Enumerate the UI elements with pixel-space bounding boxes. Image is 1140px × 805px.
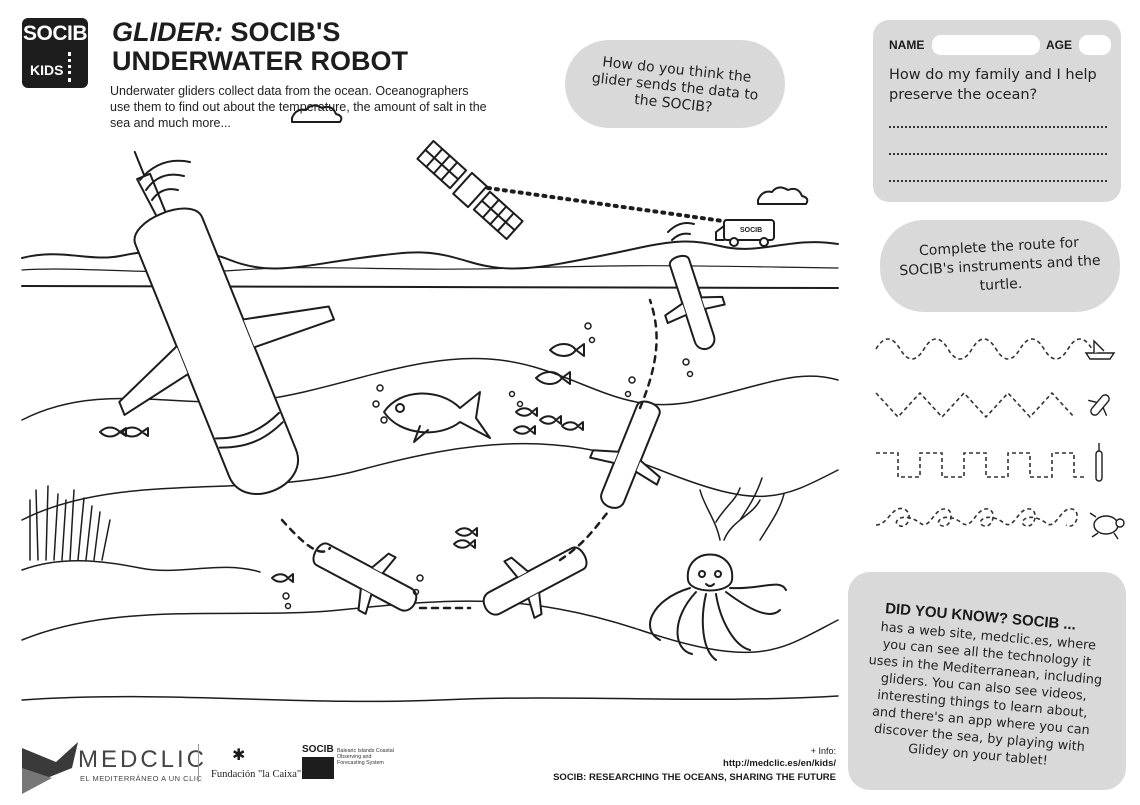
intro-text: Underwater gliders collect data from the… bbox=[110, 84, 487, 130]
socib-motto: SOCIB: RESEARCHING THE OCEANS, SHARING T… bbox=[553, 772, 836, 783]
ocean-illustration: SOCIB bbox=[21, 104, 839, 703]
signal-path bbox=[486, 186, 732, 224]
age-label: AGE bbox=[1046, 38, 1073, 52]
octopus bbox=[649, 553, 787, 661]
name-field[interactable] bbox=[932, 35, 1040, 55]
fundacion-la-caixa: Fundación "la Caixa" bbox=[211, 769, 302, 780]
la-caixa-star-icon: ✱ bbox=[232, 745, 246, 764]
diving-glider bbox=[589, 400, 661, 509]
answer-line-1[interactable] bbox=[889, 126, 1107, 128]
logo-line1: SOCIB bbox=[22, 22, 88, 45]
did-you-know-body: has a web site, medclic.es, where you ca… bbox=[868, 619, 1103, 769]
fish-school bbox=[99, 343, 585, 583]
name-label: NAME bbox=[889, 38, 925, 52]
medclic-logo-icon bbox=[22, 742, 78, 794]
route-exercises bbox=[875, 338, 1125, 540]
did-you-know-card bbox=[848, 572, 1126, 790]
satellite bbox=[416, 139, 524, 241]
route-zigzag bbox=[875, 391, 1075, 419]
turtle-icon bbox=[1089, 512, 1125, 540]
socib-kids-logo: SOCIB KIDS bbox=[22, 18, 88, 88]
bubbles bbox=[282, 322, 694, 610]
info-link[interactable]: http://medclic.es/en/kids/ bbox=[723, 758, 836, 769]
van-label: SOCIB bbox=[740, 227, 762, 234]
sea-surface-line bbox=[21, 285, 839, 289]
socib-logo-box bbox=[302, 757, 334, 779]
surface-glider bbox=[664, 254, 726, 351]
seagrass bbox=[21, 485, 261, 573]
coral bbox=[699, 477, 785, 541]
family-question: How do my family and I help preserve the… bbox=[889, 67, 1097, 103]
socib-footer-logo: SOCIB bbox=[302, 744, 334, 755]
title-prefix: GLIDER: bbox=[112, 17, 223, 47]
logo-bars bbox=[68, 52, 75, 82]
answer-line-2[interactable] bbox=[889, 153, 1107, 155]
buoy-icon bbox=[1095, 443, 1103, 482]
route-prompt: Complete the route for SOCIB's instrumen… bbox=[899, 234, 1101, 295]
medclic-tagline: EL MEDITERRÁNEO A UN CLIC bbox=[80, 774, 203, 783]
logo-line2: KIDS bbox=[30, 62, 64, 78]
footer-divider bbox=[198, 744, 199, 782]
cloud-right bbox=[757, 186, 809, 205]
large-glider bbox=[118, 150, 336, 495]
answer-line-3[interactable] bbox=[889, 180, 1107, 182]
info-label: + Info: bbox=[810, 746, 836, 756]
glider-trajectory bbox=[280, 518, 332, 553]
cloud-left bbox=[291, 104, 343, 123]
coastline bbox=[21, 240, 839, 270]
glider-icon bbox=[1088, 394, 1110, 417]
bottom-glider-left bbox=[312, 542, 418, 615]
age-field[interactable] bbox=[1079, 35, 1111, 55]
route-square bbox=[876, 452, 1086, 478]
tuna-fish bbox=[383, 391, 491, 443]
route-card bbox=[880, 220, 1120, 312]
title-line2: UNDERWATER ROBOT bbox=[112, 46, 408, 76]
question-bubble bbox=[565, 40, 785, 128]
route-wave bbox=[875, 338, 1093, 360]
socib-van bbox=[715, 219, 775, 247]
medclic-wordmark: MEDCLIC bbox=[78, 746, 208, 773]
route-loops bbox=[875, 507, 1078, 527]
socib-description: Balearic Islands Coastal Observing and F… bbox=[337, 748, 394, 766]
bottom-glider-right bbox=[482, 546, 588, 619]
boat-icon bbox=[1084, 339, 1116, 360]
page-title: GLIDER: SOCIB'S UNDERWATER ROBOT bbox=[112, 18, 532, 76]
title-line1: SOCIB'S bbox=[223, 17, 341, 47]
